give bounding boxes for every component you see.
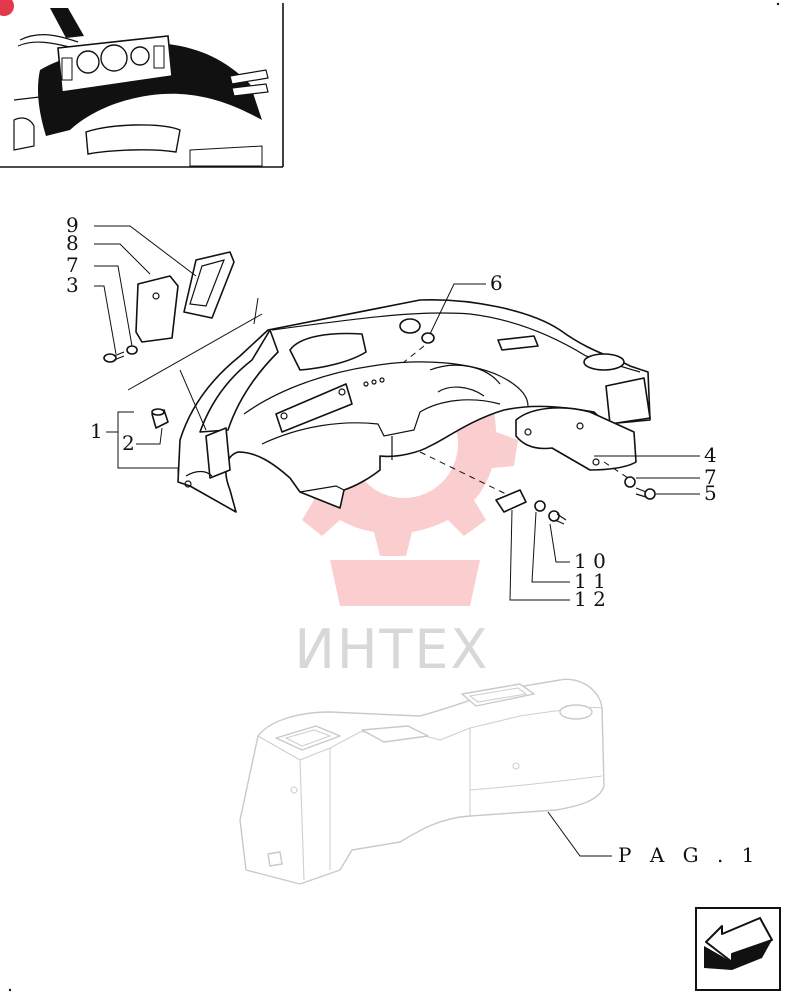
reference-console-ghost [239, 678, 605, 885]
callout-8: 8 [66, 231, 79, 255]
screw-part [103, 351, 125, 363]
screw-part [635, 487, 656, 500]
callout-labels: 9 8 7 3 6 1 2 4 7 5 1 0 1 1 1 2 [66, 213, 717, 611]
callout-7: 7 [66, 253, 79, 277]
dashboard-thumbnail[interactable] [0, 0, 284, 168]
washer-icon [624, 476, 636, 488]
dashboard-panel-part [177, 298, 651, 513]
page-ref-leader [547, 811, 612, 857]
callout-12: 1 2 [574, 587, 606, 611]
callout-7: 7 [704, 465, 717, 489]
callout-11: 1 1 [574, 569, 606, 593]
red-marker-icon [0, 0, 14, 16]
callout-5: 5 [704, 481, 717, 505]
watermark-text: ИНТЕХ [294, 618, 489, 681]
clip-nut-part [495, 489, 527, 513]
callout-6: 6 [490, 271, 503, 295]
washer-icon [126, 345, 138, 355]
next-page-arrow-icon[interactable] [695, 907, 781, 991]
callout-10: 1 0 [574, 549, 606, 573]
assembly-dashed-lines [403, 345, 629, 495]
screw-part [548, 510, 567, 525]
cap-plug-part [151, 408, 169, 429]
vent-frame-part [183, 251, 235, 319]
cover-plate-part [135, 275, 179, 343]
callout-4: 4 [704, 443, 717, 467]
plug-part [421, 332, 435, 344]
callout-1: 1 [90, 419, 103, 443]
callout-3: 3 [66, 273, 79, 297]
page-reference-link[interactable]: P A G . 1 [618, 843, 760, 867]
washer-icon [534, 500, 546, 512]
callout-2: 2 [122, 431, 135, 455]
callout-9: 9 [66, 213, 79, 237]
leader-lines [94, 225, 700, 601]
